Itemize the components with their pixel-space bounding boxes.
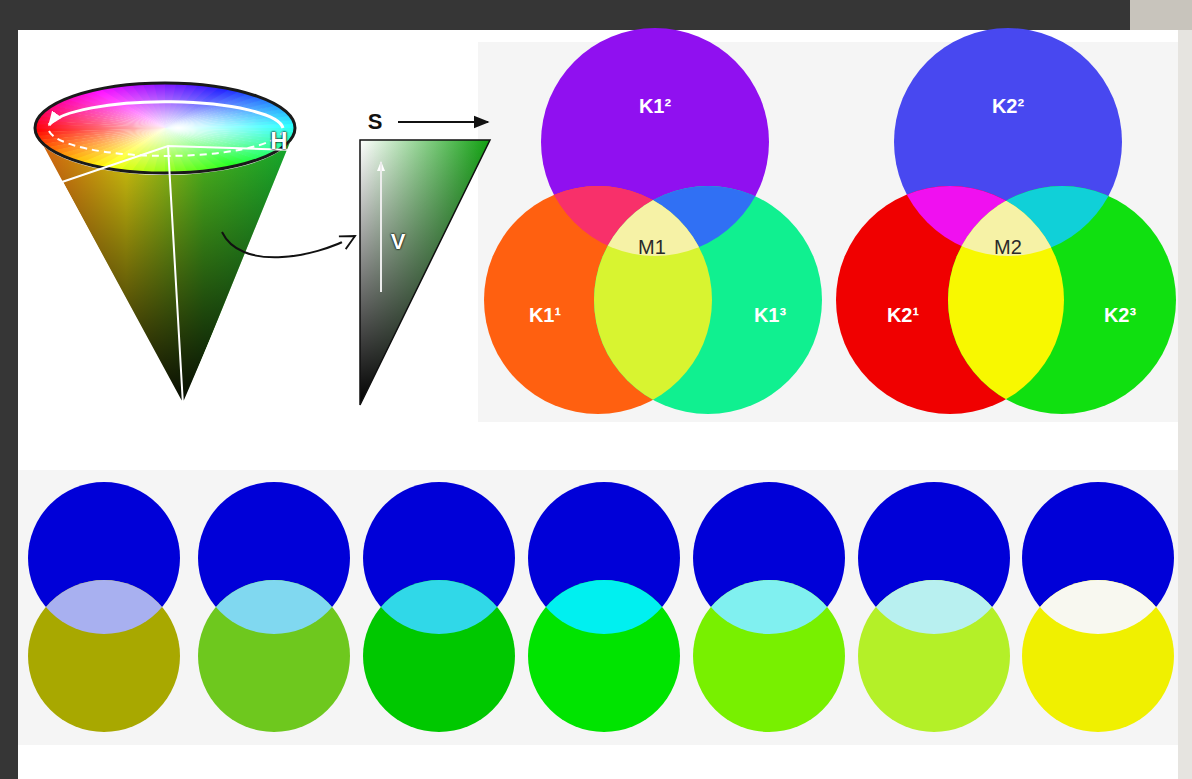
- component-label: K2¹: [887, 304, 919, 326]
- right-bar: [1178, 30, 1192, 779]
- mix-label: M1: [638, 236, 666, 258]
- component-label: K2³: [1104, 304, 1136, 326]
- component-label: K1¹: [529, 304, 561, 326]
- overlap-set-2: [836, 186, 1176, 414]
- corner-bar: [1130, 0, 1192, 30]
- mix-pair: [693, 482, 845, 732]
- axis-letter: V: [391, 229, 406, 255]
- circle-shape: [594, 186, 822, 414]
- top-bar: [0, 0, 1130, 30]
- circle-shape: [948, 186, 1176, 414]
- mix-pair: [858, 482, 1010, 732]
- mix-pair: [1022, 482, 1174, 732]
- mix-label: M2: [994, 236, 1022, 258]
- color-circle: K2³: [948, 186, 1176, 414]
- mixing-circles: [28, 482, 1174, 732]
- sv-triangle: [360, 122, 490, 405]
- component-label: K2²: [992, 95, 1024, 117]
- left-bar: [0, 0, 18, 779]
- component-label: K1²: [639, 95, 671, 117]
- mix-panel: [18, 470, 1178, 745]
- overlap-set-1: [484, 186, 822, 414]
- mix-pair: [198, 482, 350, 732]
- mix-pair: [363, 482, 515, 732]
- mix-pair: [528, 482, 680, 732]
- hsv-cone: [35, 83, 355, 405]
- axis-letter: H: [270, 127, 287, 155]
- color-circle: K1³: [594, 186, 822, 414]
- axis-letter: S: [368, 109, 383, 135]
- mix-pair: [28, 482, 180, 732]
- component-label: K1³: [754, 304, 786, 326]
